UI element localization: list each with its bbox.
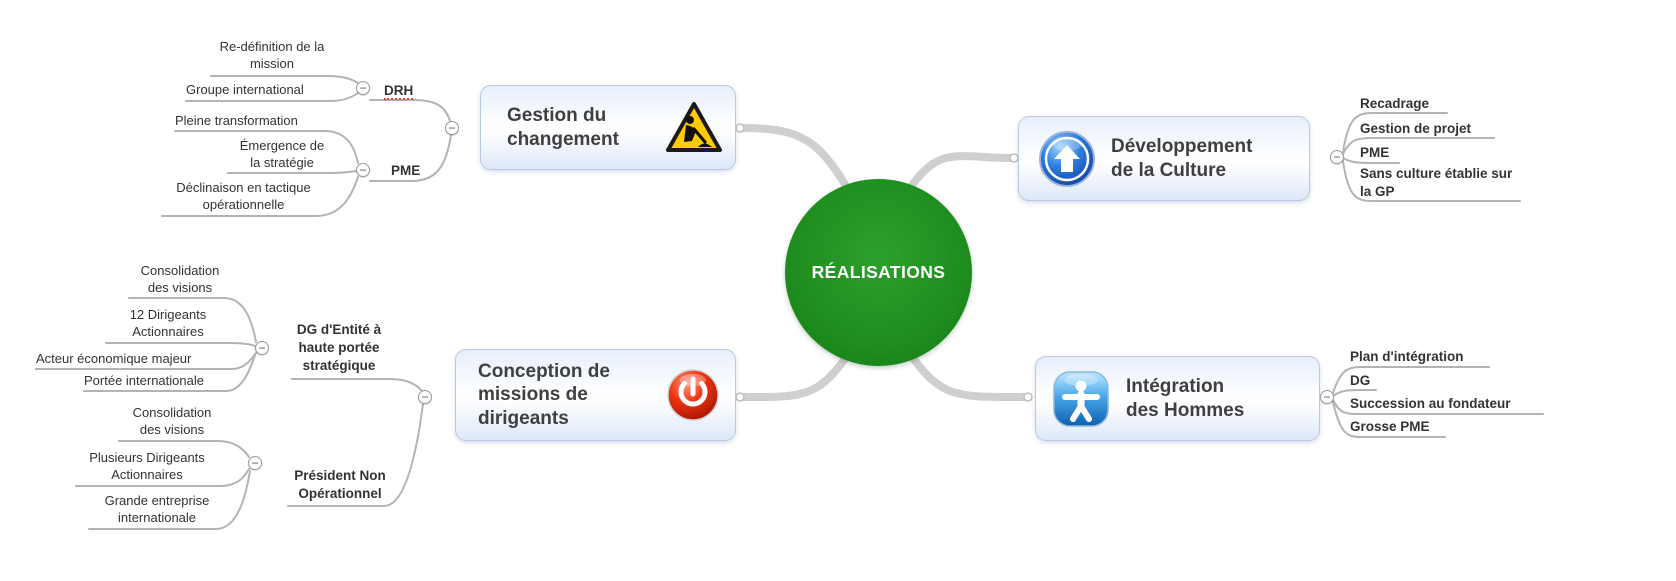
- topic-label: Gestion du changement: [507, 105, 619, 150]
- topic-redefinition-mission[interactable]: Re-définition de la mission: [219, 39, 325, 72]
- collapse-button-culture[interactable]: −: [1330, 150, 1344, 164]
- topic-label: Intégration des Hommes: [1126, 376, 1245, 421]
- central-topic-label: RÉALISATIONS: [811, 262, 946, 282]
- person-badge-icon: [1052, 370, 1110, 428]
- topic-dg-entite-haute-portee[interactable]: DG d'Entité à haute portée stratégique: [296, 322, 382, 374]
- topic-succession-fondateur[interactable]: Succession au fondateur: [1350, 396, 1511, 411]
- collapse-button-conception[interactable]: −: [418, 390, 432, 404]
- roadworks-sign-icon: [665, 101, 723, 155]
- topic-plusieurs-dirigeants[interactable]: Plusieurs Dirigeants Actionnaires: [89, 450, 205, 483]
- topic-emergence-strategie[interactable]: Émergence de la stratégie: [239, 138, 325, 171]
- collapse-button-dg-entite[interactable]: −: [255, 341, 269, 355]
- topic-grosse-pme[interactable]: Grosse PME: [1350, 419, 1430, 434]
- central-topic[interactable]: RÉALISATIONS: [785, 179, 972, 366]
- topic-gestion-du-changement[interactable]: Gestion du changement: [480, 85, 736, 170]
- collapse-button-pme[interactable]: −: [356, 163, 370, 177]
- spellcheck-underline: DRH: [384, 83, 414, 100]
- collapse-button-gestion[interactable]: −: [445, 121, 459, 135]
- topic-acteur-economique-majeur[interactable]: Acteur économique majeur: [36, 351, 192, 366]
- subtopic-lines: [35, 75, 1544, 530]
- topic-pme[interactable]: PME: [391, 163, 421, 178]
- topic-plan-integration[interactable]: Plan d'intégration: [1350, 349, 1464, 364]
- topic-pme-culture[interactable]: PME: [1360, 145, 1390, 160]
- topic-grande-entreprise[interactable]: Grande entreprise internationale: [104, 493, 210, 526]
- topic-gestion-de-projet[interactable]: Gestion de projet: [1360, 121, 1472, 136]
- topic-conception-de-missions[interactable]: Conception de missions de dirigeants: [455, 349, 736, 441]
- branch-junction-dots: [735, 123, 1033, 402]
- topic-developpement-de-la-culture[interactable]: Développement de la Culture: [1018, 116, 1310, 201]
- topic-groupe-international[interactable]: Groupe international: [186, 82, 304, 97]
- topic-label: Développement de la Culture: [1111, 136, 1253, 181]
- power-button-icon: [665, 367, 721, 423]
- topic-drh[interactable]: DRH: [384, 82, 414, 100]
- topic-label: Conception de missions de dirigeants: [478, 361, 610, 429]
- topic-pleine-transformation[interactable]: Pleine transformation: [175, 113, 298, 128]
- topic-12-dirigeants-actionnaires[interactable]: 12 Dirigeants Actionnaires: [129, 307, 207, 340]
- topic-portee-internationale[interactable]: Portée internationale: [84, 373, 204, 388]
- topic-declinaison-tactique[interactable]: Déclinaison en tactique opérationnelle: [176, 180, 311, 213]
- collapse-button-president[interactable]: −: [248, 456, 262, 470]
- collapse-button-drh[interactable]: −: [356, 81, 370, 95]
- topic-president-non-operationnel[interactable]: Président Non Opérationnel: [294, 468, 386, 502]
- topic-sans-culture-etablie[interactable]: Sans culture établie sur la GP: [1360, 166, 1513, 200]
- up-arrow-badge-icon: [1037, 129, 1097, 189]
- topic-consolidation-visions-2[interactable]: Consolidation des visions: [132, 405, 212, 438]
- collapse-button-integration[interactable]: −: [1320, 390, 1334, 404]
- topic-integration-des-hommes[interactable]: Intégration des Hommes: [1035, 356, 1320, 441]
- topic-dg[interactable]: DG: [1350, 373, 1371, 388]
- topic-consolidation-visions-1[interactable]: Consolidation des visions: [140, 263, 220, 296]
- topic-recadrage[interactable]: Recadrage: [1360, 96, 1430, 111]
